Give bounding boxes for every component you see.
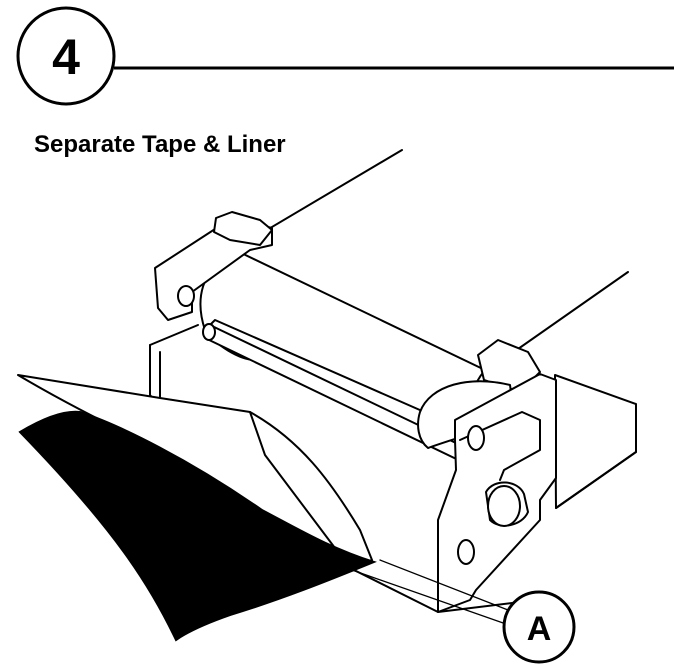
callout-letter: A	[527, 610, 552, 648]
tape-adhesive-black	[18, 410, 377, 642]
base-plate-edge	[349, 567, 521, 613]
callout-leader-1	[351, 569, 507, 625]
step-title: Separate Tape & Liner	[34, 131, 286, 158]
adjustment-knob	[485, 481, 529, 527]
tape-strand-upper	[249, 149, 403, 241]
tape-dispenser-illustration	[17, 149, 637, 642]
right-bracket	[417, 339, 557, 613]
dispenser-base	[554, 374, 637, 509]
callout-a: A	[502, 590, 576, 664]
step-header: 4	[16, 6, 674, 106]
step-number: 4	[52, 29, 80, 85]
callout-leader-2	[379, 559, 509, 611]
callout-circle	[502, 590, 576, 664]
step-number-circle	[16, 6, 116, 106]
